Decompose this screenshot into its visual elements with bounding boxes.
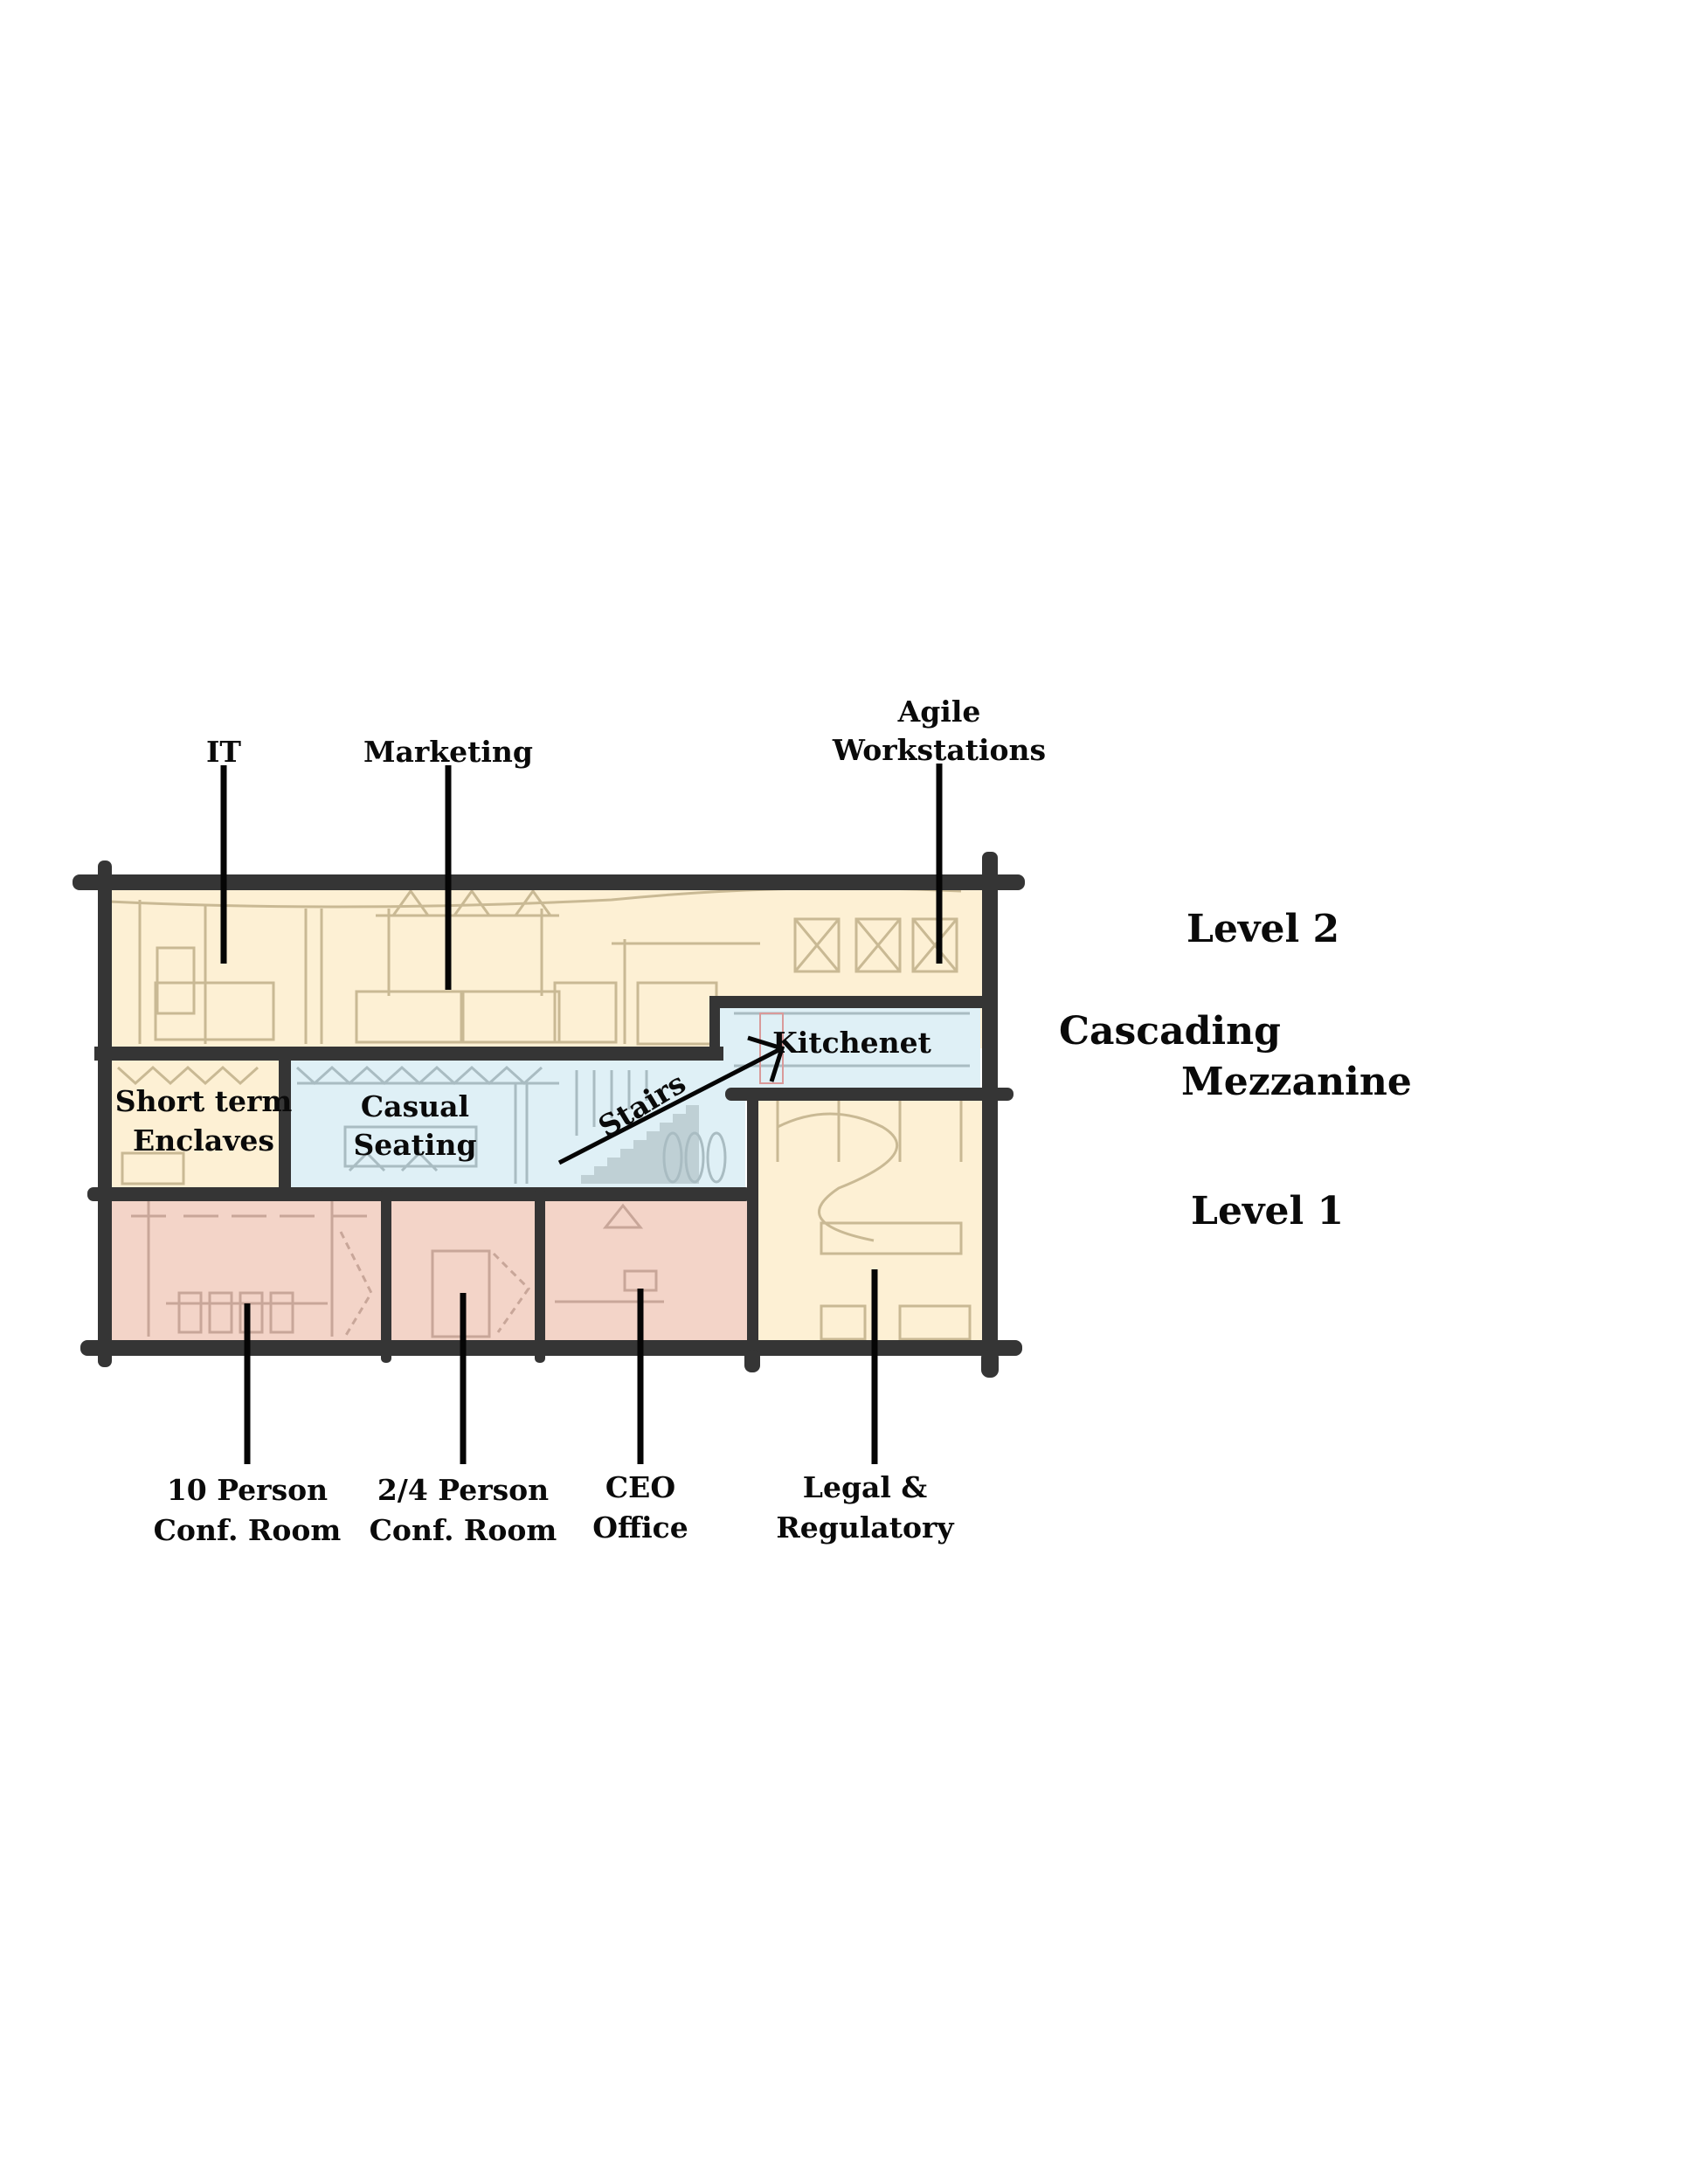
kitchenette-left-wall: [709, 996, 720, 1061]
left-exterior-wall: [98, 860, 112, 1367]
column-stub: [744, 1350, 760, 1372]
label-kitchenette: Kitchenet: [772, 1026, 932, 1060]
label-short-term: Short term: [115, 1084, 293, 1118]
label-level1: Level 1: [1191, 1189, 1344, 1234]
kitchenette-top-wall: [710, 996, 986, 1008]
ground-slab: [80, 1340, 1022, 1356]
label-conf10-line1: 10 Person: [167, 1473, 328, 1507]
label-it: IT: [206, 735, 241, 769]
mezzanine-detail-lines: [116, 1012, 970, 1185]
label-conf24-line1: 2/4 Person: [377, 1473, 549, 1507]
roof-wall: [73, 874, 1025, 890]
label-legal-line2: Regulatory: [776, 1510, 954, 1545]
label-conf10-line2: Conf. Room: [154, 1513, 342, 1547]
level-labels: Level 2 Cascading Mezzanine Level 1: [1059, 907, 1412, 1234]
label-enclaves: Enclaves: [133, 1123, 274, 1158]
label-cascading: Cascading: [1059, 1009, 1281, 1054]
right-exterior-wall: [982, 852, 998, 1367]
kitchenette-floor-slab: [725, 1088, 1013, 1101]
stairs-arrow: [557, 1035, 785, 1165]
label-mezzanine: Mezzanine: [1181, 1060, 1412, 1104]
room-labels: Short term Enclaves Casual Seating Stair…: [115, 1026, 932, 1162]
level1-detail-lines: [131, 1099, 972, 1341]
top-labels: IT Marketing Agile Workstations: [206, 695, 1046, 769]
label-legal-line1: Legal &: [803, 1470, 928, 1504]
label-conf24-line2: Conf. Room: [370, 1513, 557, 1547]
label-level2: Level 2: [1186, 907, 1339, 951]
label-ceo-line1: CEO: [605, 1470, 675, 1504]
kitchenette-fill: [718, 1006, 980, 1089]
label-casual: Casual: [361, 1089, 469, 1123]
conf24-divider: [535, 1188, 545, 1363]
label-seating: Seating: [353, 1128, 476, 1162]
level2-floor-slab: [94, 1047, 723, 1061]
label-ceo-line2: Office: [592, 1510, 688, 1545]
column-stub: [981, 1350, 999, 1378]
label-agile-line1: Agile: [897, 695, 981, 729]
legal-left-wall: [747, 1094, 758, 1351]
leader-lines: [220, 764, 943, 1464]
label-marketing: Marketing: [363, 735, 533, 769]
conf10-divider: [381, 1188, 391, 1363]
walls: [73, 852, 1025, 1378]
enclaves-divider: [279, 1059, 291, 1192]
mezzanine-floor-slab: [87, 1187, 751, 1201]
bottom-labels: 10 Person Conf. Room 2/4 Person Conf. Ro…: [154, 1470, 955, 1547]
label-agile-line2: Workstations: [832, 733, 1046, 767]
